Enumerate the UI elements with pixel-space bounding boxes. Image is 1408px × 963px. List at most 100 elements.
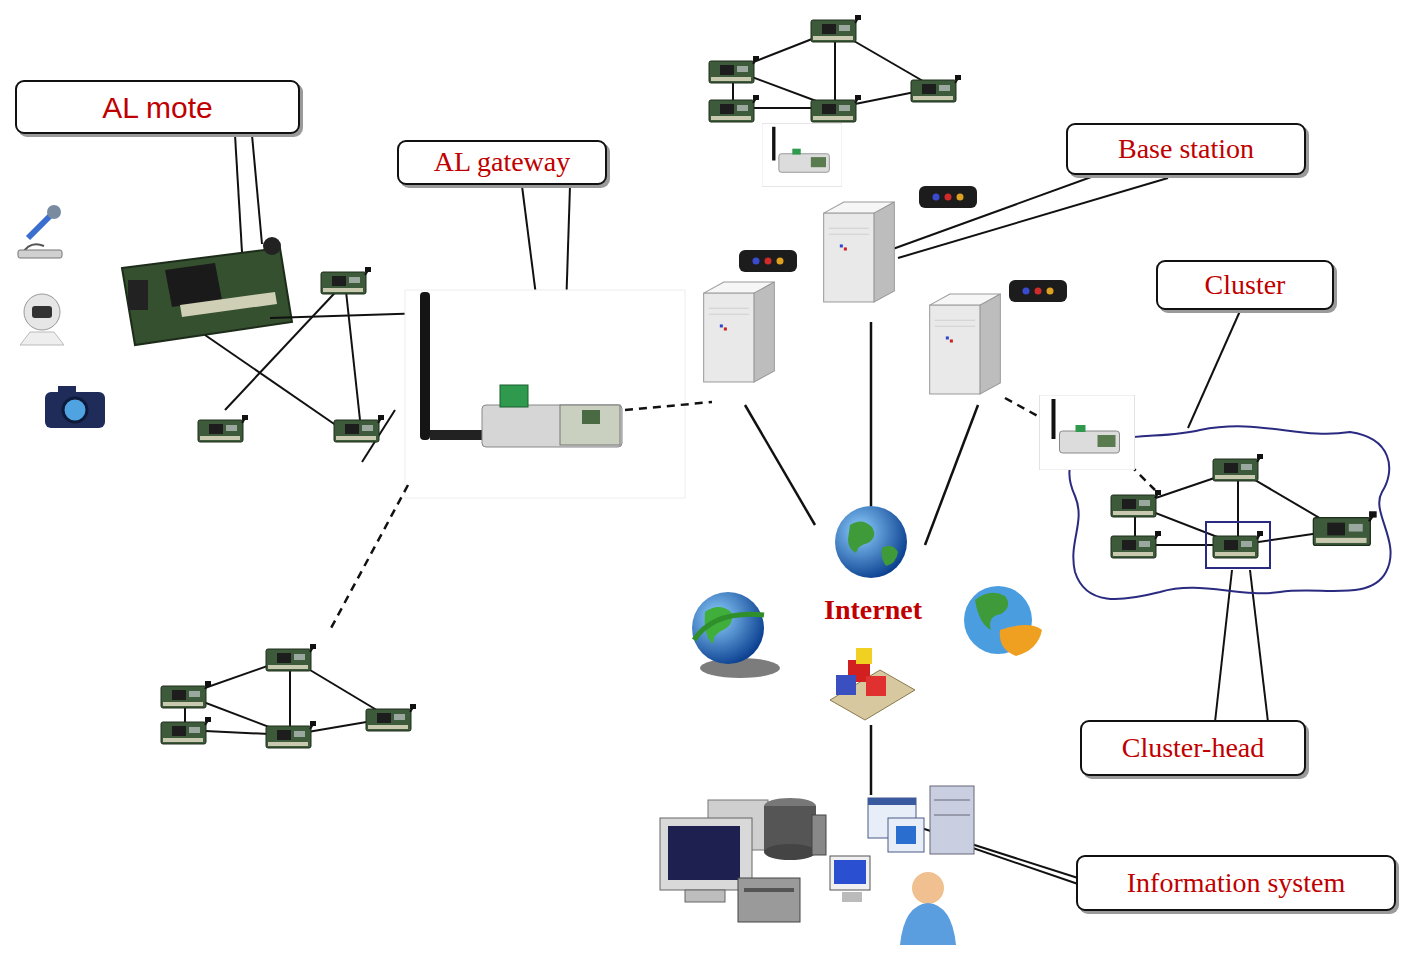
callout-label: AL mote [102, 91, 213, 124]
information-system-icons [930, 786, 974, 854]
sensor-mote [1313, 511, 1376, 545]
leader-line [1188, 311, 1240, 428]
browser-globe [692, 592, 764, 664]
information-system-icons [934, 815, 970, 816]
webcam-icon [20, 332, 64, 345]
al-gateway-device [420, 292, 430, 440]
information-system-icons [834, 860, 866, 884]
webcam-icon [32, 306, 52, 318]
information-system-icons [812, 815, 826, 855]
callout-box: Cluster-head [1080, 720, 1306, 776]
component-icon [830, 670, 915, 720]
leader-line [252, 135, 262, 244]
al-gateway-device [482, 405, 622, 447]
wireless-link [330, 485, 408, 630]
router-icon [919, 186, 977, 208]
router-icon [1009, 280, 1067, 302]
leader-line [890, 172, 1105, 250]
al-gateway-device [405, 290, 685, 498]
information-system-icons [912, 872, 944, 904]
information-system-icons [668, 826, 740, 880]
cluster-head-mote [1213, 531, 1263, 558]
al-gateway-device [430, 430, 490, 440]
information-system-icons [744, 888, 794, 892]
microphone-icon [28, 214, 52, 238]
camera-icon [45, 392, 105, 428]
webcam-icon [24, 294, 60, 330]
al-mote-board [165, 263, 222, 307]
router-icon [739, 250, 797, 272]
base-station-server [824, 202, 895, 302]
component-icon [836, 675, 856, 695]
sensor-mote [811, 15, 861, 42]
base-station-server [704, 282, 775, 382]
al-mote-board [122, 237, 292, 345]
al-mote-board [122, 248, 292, 345]
component-icon [866, 676, 886, 696]
information-system-icons [900, 903, 956, 945]
base-station-server [930, 294, 1001, 394]
internet-globe [835, 506, 907, 578]
al-mote-board [180, 292, 277, 317]
network-link [925, 405, 978, 545]
al-gateway-device [500, 385, 528, 407]
internet-globe [848, 521, 874, 553]
callout-label: Base station [1118, 134, 1254, 165]
internet-globe [882, 546, 899, 566]
sensor-mote [321, 267, 371, 294]
microphone-icon [47, 205, 61, 219]
camera-icon [58, 386, 76, 394]
al-mote-board [263, 237, 281, 255]
information-system-icons [896, 826, 916, 844]
network-link [745, 405, 815, 525]
camera-icon [63, 398, 87, 422]
browser-globe [975, 593, 1008, 630]
webcam-icon [20, 294, 64, 345]
leader-line [235, 135, 242, 252]
information-system-icons [842, 892, 862, 902]
component-icon [856, 648, 872, 664]
leader-line [1215, 570, 1232, 722]
wireless-link [625, 402, 712, 410]
information-system-icons [685, 890, 725, 902]
sensor-mote [266, 721, 316, 748]
information-system-icons [830, 856, 870, 890]
sensor-mote [911, 75, 961, 102]
microphone-icon [18, 205, 62, 258]
network-link [870, 322, 873, 508]
sensor-mote [366, 704, 416, 731]
camera-icon [45, 386, 105, 428]
sensor-mote [161, 681, 211, 708]
component-icon [830, 648, 915, 720]
cluster-head-marker [1206, 522, 1270, 568]
callout-label: Cluster [1205, 270, 1286, 301]
al-gateway-device [582, 410, 600, 424]
gateway-device [1040, 395, 1135, 470]
al-mote-board [128, 280, 148, 310]
information-system-icons [868, 798, 916, 805]
information-system-icons [660, 786, 974, 945]
sensor-mote [334, 415, 384, 442]
sensor-mote [198, 415, 248, 442]
sensor-mote [1213, 454, 1263, 481]
sensor-mote [1111, 531, 1161, 558]
gateway-device [762, 123, 842, 186]
al-gateway-device [405, 290, 685, 498]
browser-globe [964, 586, 1042, 656]
callout-label: Cluster-head [1122, 733, 1265, 764]
sensor-mote [161, 717, 211, 744]
browser-globe [1000, 625, 1042, 656]
callout-box: Base station [1066, 123, 1306, 175]
information-system-icons [888, 818, 924, 852]
sensor-mote [709, 56, 759, 83]
information-system-icons [934, 800, 970, 801]
callout-label: AL gateway [434, 147, 571, 178]
microphone-icon [18, 250, 62, 258]
browser-globe [692, 592, 780, 678]
callout-box: Cluster [1156, 260, 1334, 310]
internet-globe [835, 506, 907, 578]
callout-label: Information system [1127, 868, 1346, 899]
sensor-mote [266, 644, 316, 671]
al-gateway-device [560, 405, 620, 445]
